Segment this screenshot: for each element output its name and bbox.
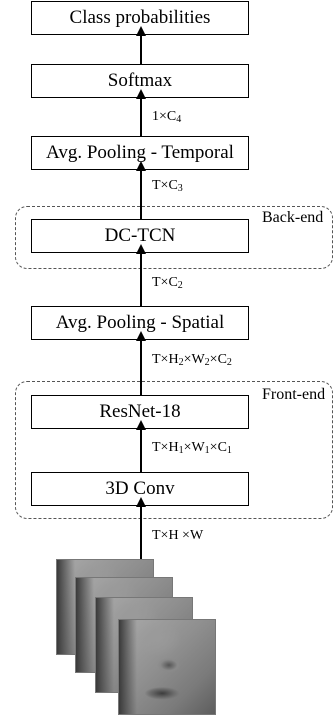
dim-softmax-input: 1×C4 [152,109,182,125]
arrow-softmax-to-output [136,26,145,64]
dim-spatial-input: T×H2×W2×C2 [152,352,232,368]
arrow-tcn-to-temporal [136,161,145,219]
dim-resnet-input: T×H1×W1×C1 [152,440,232,456]
arrow-conv-to-resnet [136,420,145,472]
arrow-input-to-conv [136,497,145,566]
arrow-temporal-to-softmax [136,89,145,136]
back-end-label: Back-end [262,209,324,226]
front-end-label: Front-end [262,386,326,403]
input-frame-4 [118,619,216,715]
front-end-group [15,381,333,519]
dim-temporal-input: T×C3 [152,178,183,194]
arrow-resnet-to-spatial [136,331,145,395]
arrow-spatial-to-tcn [136,244,145,306]
dim-input: T×H ×W [152,528,204,543]
back-end-group [15,206,333,269]
3d-conv-block: 3D Conv [31,472,249,506]
dim-tcn-input: T×C2 [152,275,183,291]
